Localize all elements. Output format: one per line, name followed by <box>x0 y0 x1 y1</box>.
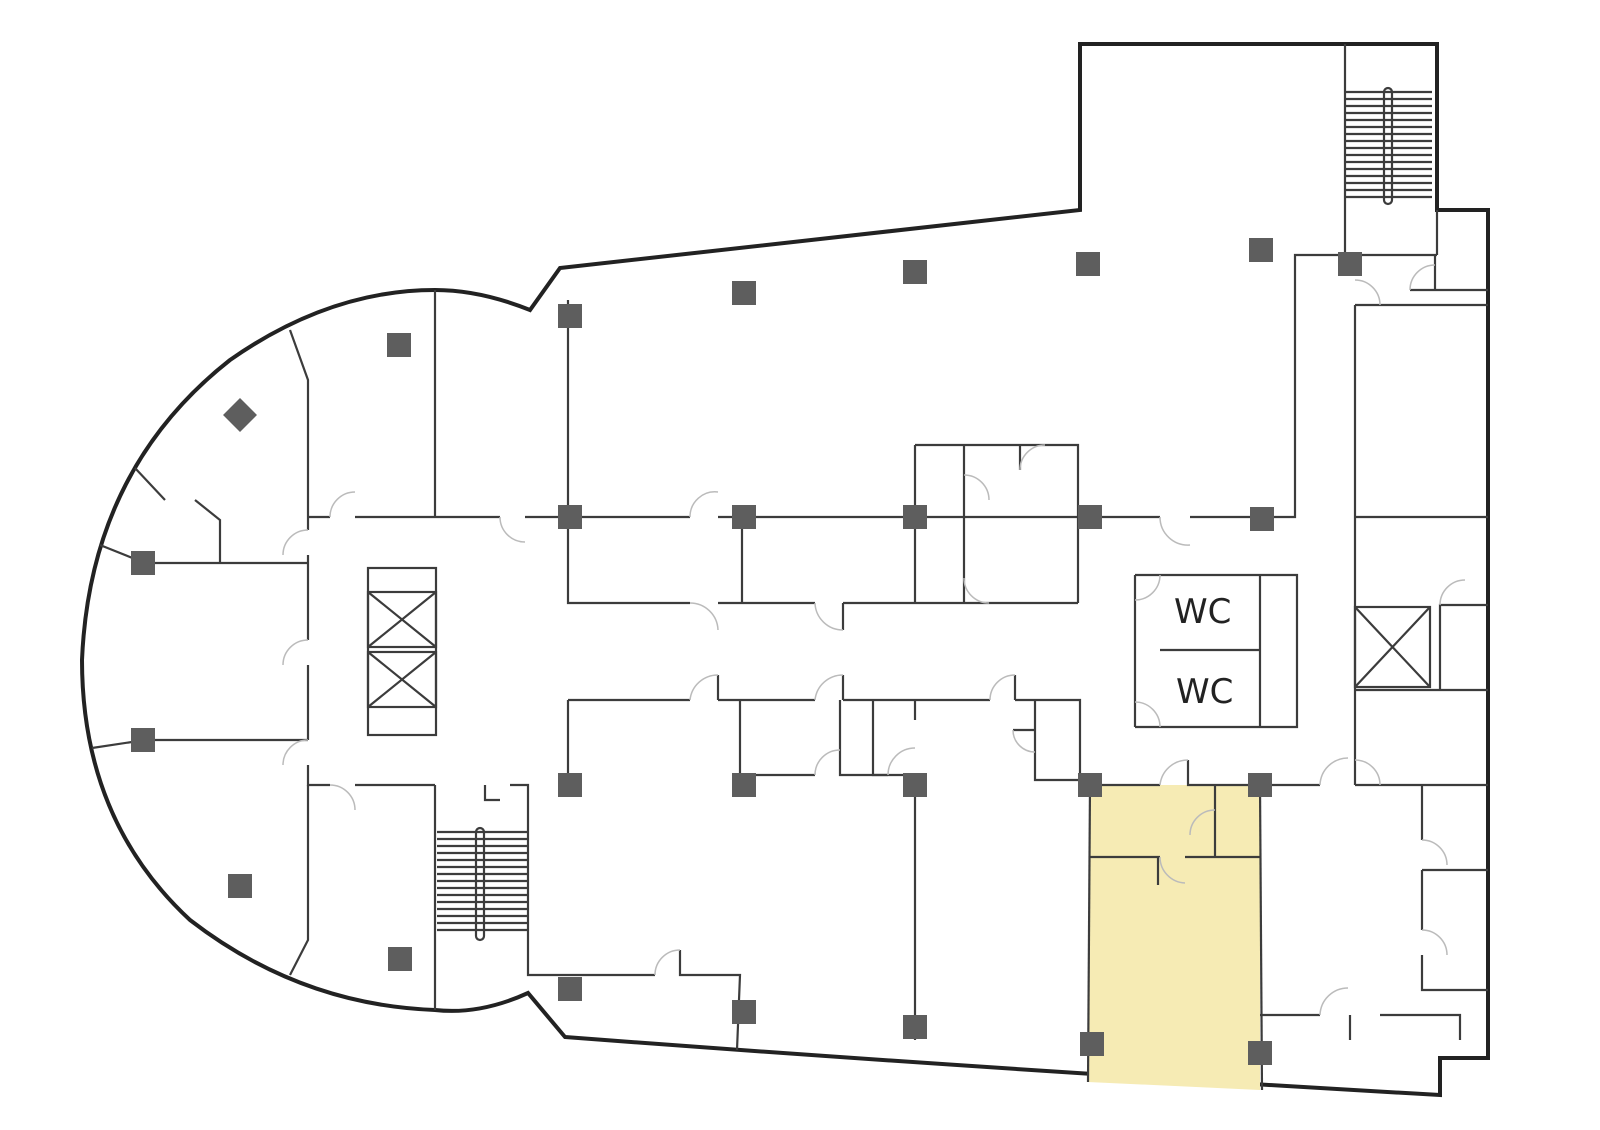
door-swing <box>1409 264 1436 291</box>
wall <box>510 783 655 977</box>
column <box>131 551 155 575</box>
door-swing <box>814 674 844 701</box>
elevator-cross <box>367 651 437 708</box>
door-swing <box>1421 839 1448 866</box>
door-swing <box>1319 987 1349 1016</box>
door-swing <box>1319 757 1349 786</box>
column <box>903 773 927 797</box>
column <box>903 505 927 529</box>
door-swing <box>1354 759 1381 786</box>
wall <box>915 443 1080 603</box>
interior-walls <box>91 44 1488 1091</box>
column <box>1249 238 1273 262</box>
door-swing <box>814 749 841 776</box>
elevator-cross <box>1354 606 1431 688</box>
wc-label-upper: WC <box>1174 592 1231 632</box>
wall <box>288 329 310 517</box>
door-swing <box>282 529 309 556</box>
column <box>732 281 756 305</box>
wall <box>1420 955 1488 992</box>
door-swing <box>689 602 719 631</box>
elevator-cross <box>367 591 437 648</box>
column <box>1080 1032 1104 1056</box>
elevator-shaft <box>1353 605 1432 689</box>
door-swing <box>654 949 681 976</box>
column <box>1338 252 1362 276</box>
column <box>228 874 252 898</box>
column <box>388 947 412 971</box>
elevators <box>366 566 1432 737</box>
stair-rail <box>1382 86 1394 206</box>
door-swing <box>689 491 719 518</box>
column <box>903 1015 927 1039</box>
door-swing <box>1134 574 1161 601</box>
wall <box>483 785 500 802</box>
door-swing <box>1134 701 1161 728</box>
column <box>1078 773 1102 797</box>
column <box>732 773 756 797</box>
door-swing <box>963 474 990 501</box>
stair-rail <box>474 826 486 942</box>
wall <box>134 467 166 501</box>
column <box>387 333 411 357</box>
column <box>223 398 257 432</box>
column <box>1250 507 1274 531</box>
column <box>1076 252 1100 276</box>
door-swing <box>989 674 1016 701</box>
door-swing <box>329 491 356 518</box>
wc-label-lower: WC <box>1176 672 1233 712</box>
door-swing <box>1421 929 1448 956</box>
column <box>1078 505 1102 529</box>
door-swing <box>1159 759 1189 786</box>
doors <box>282 264 1466 1016</box>
column <box>131 728 155 752</box>
wall <box>838 700 915 777</box>
door-swing <box>887 747 916 776</box>
building-outline <box>79 42 1490 1098</box>
door-swing <box>1012 729 1036 753</box>
column <box>558 304 582 328</box>
door-swing <box>499 516 526 543</box>
elevator-core <box>366 566 438 737</box>
column <box>1248 773 1272 797</box>
door-swing <box>1354 279 1381 306</box>
door-swing <box>1159 516 1191 546</box>
wall <box>194 499 222 563</box>
wall <box>1190 253 1340 519</box>
structural-columns <box>131 238 1362 1065</box>
door-swing <box>1159 856 1186 884</box>
column <box>732 505 756 529</box>
door-swing <box>1019 444 1046 471</box>
door-swing <box>282 639 309 666</box>
column <box>1248 1041 1272 1065</box>
wall <box>1258 784 1264 1091</box>
column <box>903 260 927 284</box>
door-swing <box>1189 809 1216 836</box>
door-swing <box>963 577 990 604</box>
wall <box>871 700 888 777</box>
door-swing <box>329 784 356 811</box>
column <box>558 977 582 1001</box>
stairs <box>437 86 1432 942</box>
wall <box>1186 760 1260 787</box>
column <box>558 505 582 529</box>
door-swing <box>689 674 719 701</box>
wall <box>1135 573 1299 729</box>
door-swing <box>1439 579 1466 606</box>
column <box>558 773 582 797</box>
column <box>732 1000 756 1024</box>
wall <box>566 300 690 605</box>
wall <box>1015 698 1082 785</box>
wall <box>289 785 310 976</box>
door-swing <box>282 739 309 766</box>
wall <box>1033 700 1080 782</box>
door-swing <box>814 602 844 631</box>
highlighted-unit[interactable] <box>1088 785 1260 1090</box>
wall <box>1380 1013 1462 1040</box>
